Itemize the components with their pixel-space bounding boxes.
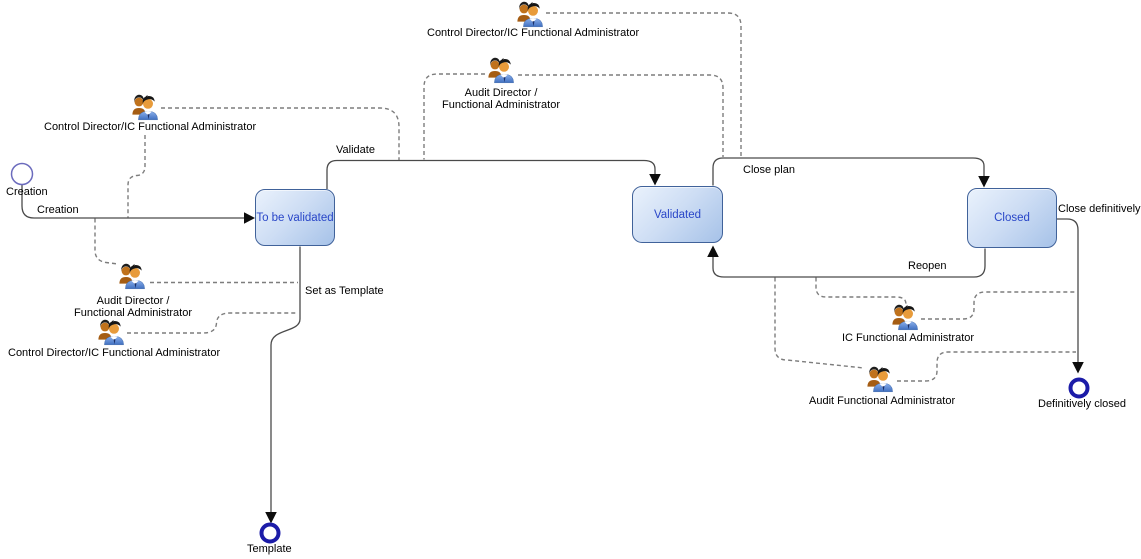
arrowhead-reopen [707,245,719,257]
transition-path-creation [21,184,245,219]
transition-label-close-definitively: Close definitively [1058,203,1141,215]
arrowhead-set-as-template [265,512,277,524]
transition-label-set-as-template: Set as Template [305,285,384,297]
final-state-circle-definitively-closed [1068,377,1090,399]
actor-label-line1: Audit Director / [96,295,170,307]
arrowhead-validate [649,174,661,186]
actor-label-control-director-bottom-left: Control Director/IC Functional Administr… [8,347,221,359]
actor-label-control-director-top-left: Control Director/IC Functional Administr… [44,121,257,133]
final-state-label-template: Template [247,543,292,555]
users-icon [97,319,125,346]
state-node-closed: Closed [967,188,1057,248]
actor-link-controltl-validate [161,107,400,160]
actor-label-audit-director-top-center: Audit Director / Functional Administrato… [416,87,586,111]
start-state-label: Creation [6,186,48,198]
final-state-circle-template [259,522,281,544]
arrowhead-creation [244,212,255,224]
state-label-closed: Closed [994,212,1030,224]
final-state-label-definitively-closed: Definitively closed [1038,398,1127,410]
actor-label-line2: Functional Administrator [442,99,560,111]
transition-label-reopen: Reopen [908,260,947,272]
actor-link-audittc-closeplan [518,74,724,157]
users-icon [118,263,146,290]
arrowhead-close-plan [978,176,990,188]
state-node-validated: Validated [632,186,723,243]
transition-path-close-plan [712,157,985,186]
actor-label-ic-functional-admin: IC Functional Administrator [842,332,975,344]
actor-link-icfa-reopen [815,277,907,307]
users-icon [516,1,544,28]
users-icon [866,366,894,393]
actor-link-controltc-closeplan [546,12,742,157]
transition-label-creation: Creation [37,204,79,216]
state-label-to-be-validated: To be validated [256,211,334,224]
actor-link-auditleft-creation [94,218,119,265]
actor-label-line2: Functional Administrator [74,307,192,319]
actor-link-icfa-closedef [921,291,1076,320]
actor-link-audittc-validate [423,73,485,160]
actor-link-auditfa-closedef [897,351,1076,382]
transition-path-close-definitively [1057,218,1079,362]
actor-label-line1: Audit Director / [464,87,538,99]
state-label-validated: Validated [653,208,702,221]
arrowhead-close-definitively [1072,362,1084,374]
start-state-circle-creation [10,162,34,186]
actor-link-controltl-creation [127,135,146,218]
actor-link-controlbl-settemplate [127,312,298,334]
users-icon [487,57,515,84]
actor-label-audit-director-left: Audit Director / Functional Administrato… [48,295,218,319]
state-node-to-be-validated: To be validated [255,189,335,246]
transition-label-validate: Validate [336,144,375,156]
transition-path-validate [326,159,656,189]
actor-label-audit-functional-admin: Audit Functional Administrator [809,395,956,407]
transition-label-close-plan: Close plan [743,164,795,176]
transition-path-set-as-template [270,246,301,512]
actor-label-control-director-top-center: Control Director/IC Functional Administr… [427,27,640,39]
actor-link-auditfa-reopen [774,277,865,369]
transition-path-reopen [712,248,986,278]
users-icon [891,304,919,331]
users-icon [131,94,159,121]
